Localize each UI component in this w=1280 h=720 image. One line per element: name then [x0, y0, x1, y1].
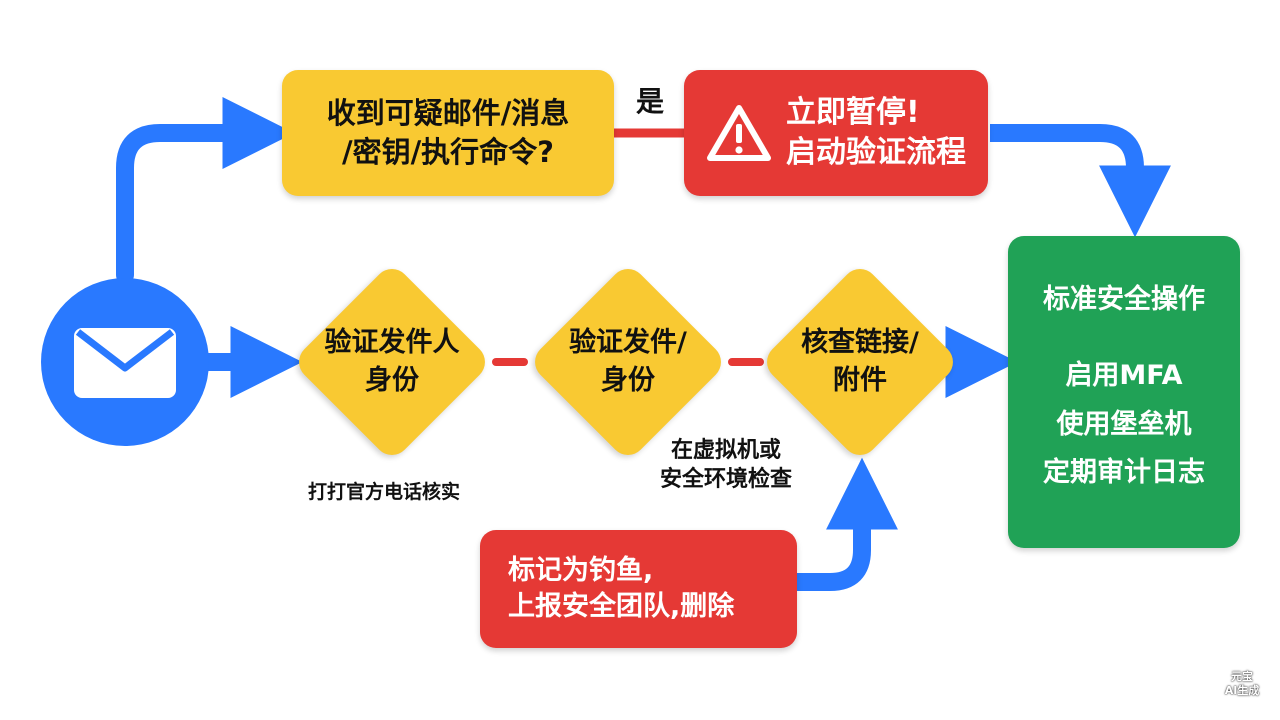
- safe-ops-box: 标准安全操作 启用MFA 使用堡垒机 定期审计日志: [1008, 236, 1240, 548]
- arrow-phishing-to-step3: [797, 457, 898, 591]
- watermark: 元宝 AI生成: [1218, 670, 1266, 706]
- vm-check-note-line2: 安全环境检查: [660, 466, 793, 492]
- arrow-start-to-question: [116, 97, 295, 284]
- arrow-pause-to-safe-ops: [990, 124, 1171, 238]
- envelope-icon: [41, 278, 209, 446]
- safe-ops-item-mfa: 启用MFA: [1065, 360, 1183, 392]
- step3-label-line2: 附件: [833, 364, 887, 396]
- step3-label-line1: 核查链接/: [801, 327, 919, 358]
- pause-box: 立即暂停! 启动验证流程: [684, 70, 988, 196]
- vm-check-note-line1: 在虚拟机或: [671, 438, 782, 463]
- yes-label: 是: [636, 85, 665, 118]
- phishing-box: 标记为钓鱼, 上报安全团队,删除: [480, 530, 797, 648]
- step1-label-line1: 验证发件人: [324, 327, 460, 358]
- question-box-line1: 收到可疑邮件/消息: [326, 95, 570, 130]
- pause-box-line1: 立即暂停!: [786, 94, 920, 130]
- watermark-line2: AI生成: [1224, 684, 1260, 698]
- watermark-line1: 元宝: [1231, 670, 1253, 683]
- question-box-line2: /密钥/执行命令?: [341, 135, 554, 169]
- step1-label-line2: 身份: [365, 364, 419, 396]
- step2-label: 验证发件/ 身份: [543, 324, 713, 400]
- phishing-box-line2: 上报安全团队,删除: [508, 591, 735, 622]
- safe-ops-item-audit: 定期审计日志: [1043, 457, 1205, 489]
- phishing-box-line1: 标记为钓鱼,: [508, 554, 654, 586]
- pause-box-line2: 启动验证流程: [786, 135, 966, 170]
- step1-label: 验证发件人 身份: [307, 324, 477, 400]
- question-box: 收到可疑邮件/消息 /密钥/执行命令?: [282, 70, 614, 196]
- step2-label-line1: 验证发件/: [569, 327, 687, 358]
- safe-ops-title: 标准安全操作: [1043, 284, 1205, 315]
- step2-label-line2: 身份: [601, 364, 655, 396]
- phone-verify-note: 打打官方电话核实: [308, 481, 461, 503]
- safe-ops-item-bastion: 使用堡垒机: [1056, 408, 1192, 440]
- vm-check-note: 在虚拟机或 安全环境检查: [660, 437, 792, 494]
- warning-triangle-icon: [707, 105, 771, 161]
- step3-label: 核查链接/ 附件: [775, 324, 945, 400]
